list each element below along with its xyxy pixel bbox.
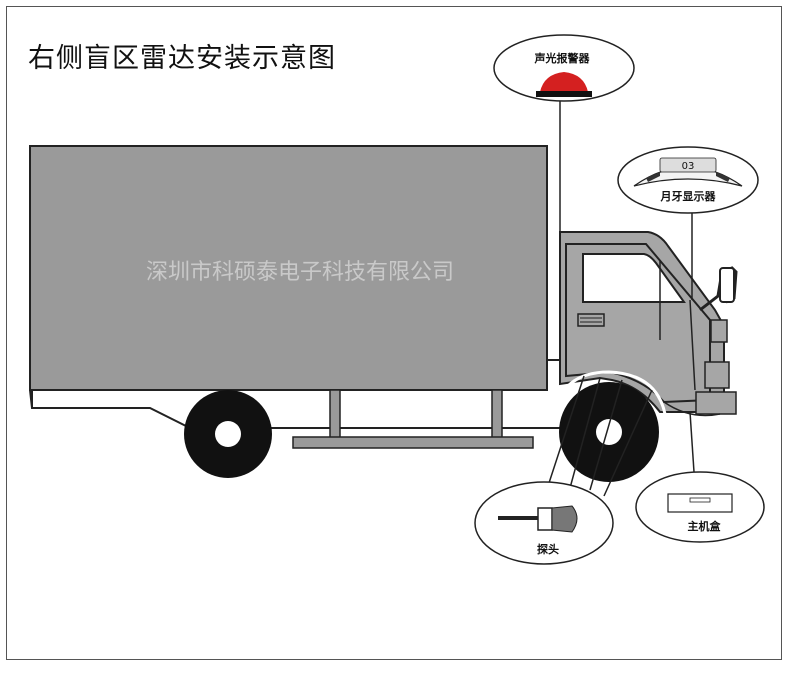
front-grille — [704, 361, 730, 389]
side-guard-bar — [292, 436, 534, 449]
cab-harness — [663, 401, 721, 417]
diagram-frame — [6, 6, 782, 660]
alarm-label: 声光报警器 — [534, 51, 591, 65]
alarm-callout — [493, 34, 635, 102]
display-label: 月牙显示器 — [660, 190, 717, 203]
front-wheel-hub — [596, 419, 622, 445]
headlight — [710, 319, 728, 343]
host-box-slot-icon — [689, 497, 711, 503]
guard-post — [329, 389, 341, 441]
host-label: 主机盒 — [688, 519, 722, 533]
display-screen — [659, 157, 717, 173]
alarm-icon — [540, 72, 588, 92]
guard-post — [491, 389, 503, 441]
probe-wires — [547, 375, 653, 497]
host-box-icon — [667, 493, 733, 513]
chassis-line — [29, 389, 560, 429]
cargo-box — [29, 145, 548, 391]
probe-cable-icon — [498, 516, 540, 520]
watermark-text: 深圳市科硕泰电子科技有限公司 — [146, 260, 454, 285]
display-readout: 03 — [682, 161, 695, 172]
diagram-title: 右侧盲区雷达安装示意图 — [28, 43, 336, 74]
rear-wheel-hub — [215, 421, 241, 447]
front-bumper — [695, 391, 737, 415]
probe-label: 探头 — [537, 542, 559, 556]
cab-window — [582, 253, 686, 303]
wheel-arch-gap — [552, 370, 668, 421]
display-callout — [617, 146, 759, 214]
door-seam — [659, 260, 696, 391]
door-handle-lines — [580, 317, 602, 323]
alarm-base-icon — [536, 91, 592, 97]
probe-head-icon — [551, 505, 578, 533]
mirror-glass — [719, 267, 735, 303]
host-wire — [689, 411, 695, 473]
probe-body-icon — [537, 507, 553, 531]
door-handle — [577, 313, 605, 327]
